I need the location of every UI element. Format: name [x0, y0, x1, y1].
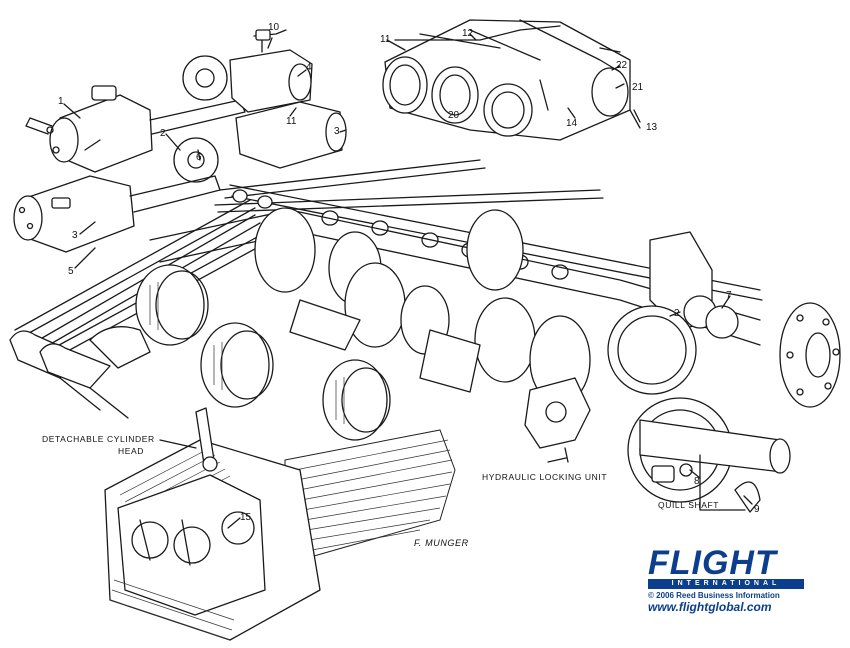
callout-14: 14 — [566, 118, 578, 129]
callout-20: 20 — [448, 110, 460, 121]
valve-rockers — [9, 326, 151, 419]
artist-signature: F. MUNGER — [414, 538, 469, 548]
callout-21: 21 — [632, 82, 644, 93]
callout-15: 15 — [240, 512, 252, 523]
caption-detachable-cylinder-head-line1: DETACHABLE CYLINDER — [42, 434, 155, 444]
logo-url-link[interactable]: www.flightglobal.com — [648, 600, 772, 614]
callout-22: 22 — [616, 60, 628, 71]
callout-11-left: 11 — [286, 116, 297, 127]
quill-shaft — [639, 419, 791, 513]
callout-3-upper: 3 — [334, 126, 340, 137]
flight-international-logo: FLIGHT INTERNATIONAL © 2006 Reed Busines… — [648, 544, 804, 614]
detachable-cylinder-head — [104, 407, 321, 641]
callout-11-right: 11 — [380, 34, 391, 45]
callout-3-lower: 3 — [72, 230, 78, 241]
magneto-assembly-lower — [13, 175, 221, 253]
piston-2 — [200, 322, 274, 408]
caption-detachable-cylinder-head-line2: HEAD — [118, 446, 144, 456]
leader-lines — [63, 33, 753, 529]
callout-7: 7 — [726, 290, 732, 301]
logo-wordmark: FLIGHT — [648, 544, 777, 582]
cylinder-barrel-fins — [284, 429, 456, 561]
captions: DETACHABLE CYLINDER HEAD HYDRAULIC LOCKI… — [42, 434, 719, 548]
hydraulic-locking-unit — [524, 377, 591, 463]
callout-8: 8 — [694, 476, 700, 487]
magneto-assembly-upper — [25, 29, 347, 183]
callout-6: 6 — [196, 152, 202, 163]
caption-hydraulic-locking-unit: HYDRAULIC LOCKING UNIT — [482, 472, 607, 482]
callout-13: 13 — [646, 122, 658, 133]
callout-2: 2 — [160, 128, 166, 139]
callout-9: 9 — [754, 504, 760, 515]
callout-12: 12 — [462, 28, 474, 39]
callout-numbers: 1 2 3 3 4 5 6 7 8 9 10 11 11 12 13 14 15… — [58, 22, 760, 523]
piston-1 — [135, 264, 209, 346]
callout-4: 4 — [306, 62, 312, 73]
crankshaft-assembly — [149, 207, 761, 405]
carburettor-manifold — [382, 19, 641, 141]
propeller-flange — [779, 302, 841, 408]
logo-copyright: © 2006 Reed Business Information — [648, 591, 780, 600]
logo-subline: INTERNATIONAL — [648, 579, 804, 589]
callout-5: 5 — [68, 266, 74, 277]
piston-3 — [322, 359, 391, 441]
callout-10: 10 — [268, 22, 280, 33]
callout-2-gear: 2 — [674, 308, 680, 319]
caption-quill-shaft: QUILL SHAFT — [658, 500, 719, 510]
callout-1: 1 — [58, 96, 64, 107]
